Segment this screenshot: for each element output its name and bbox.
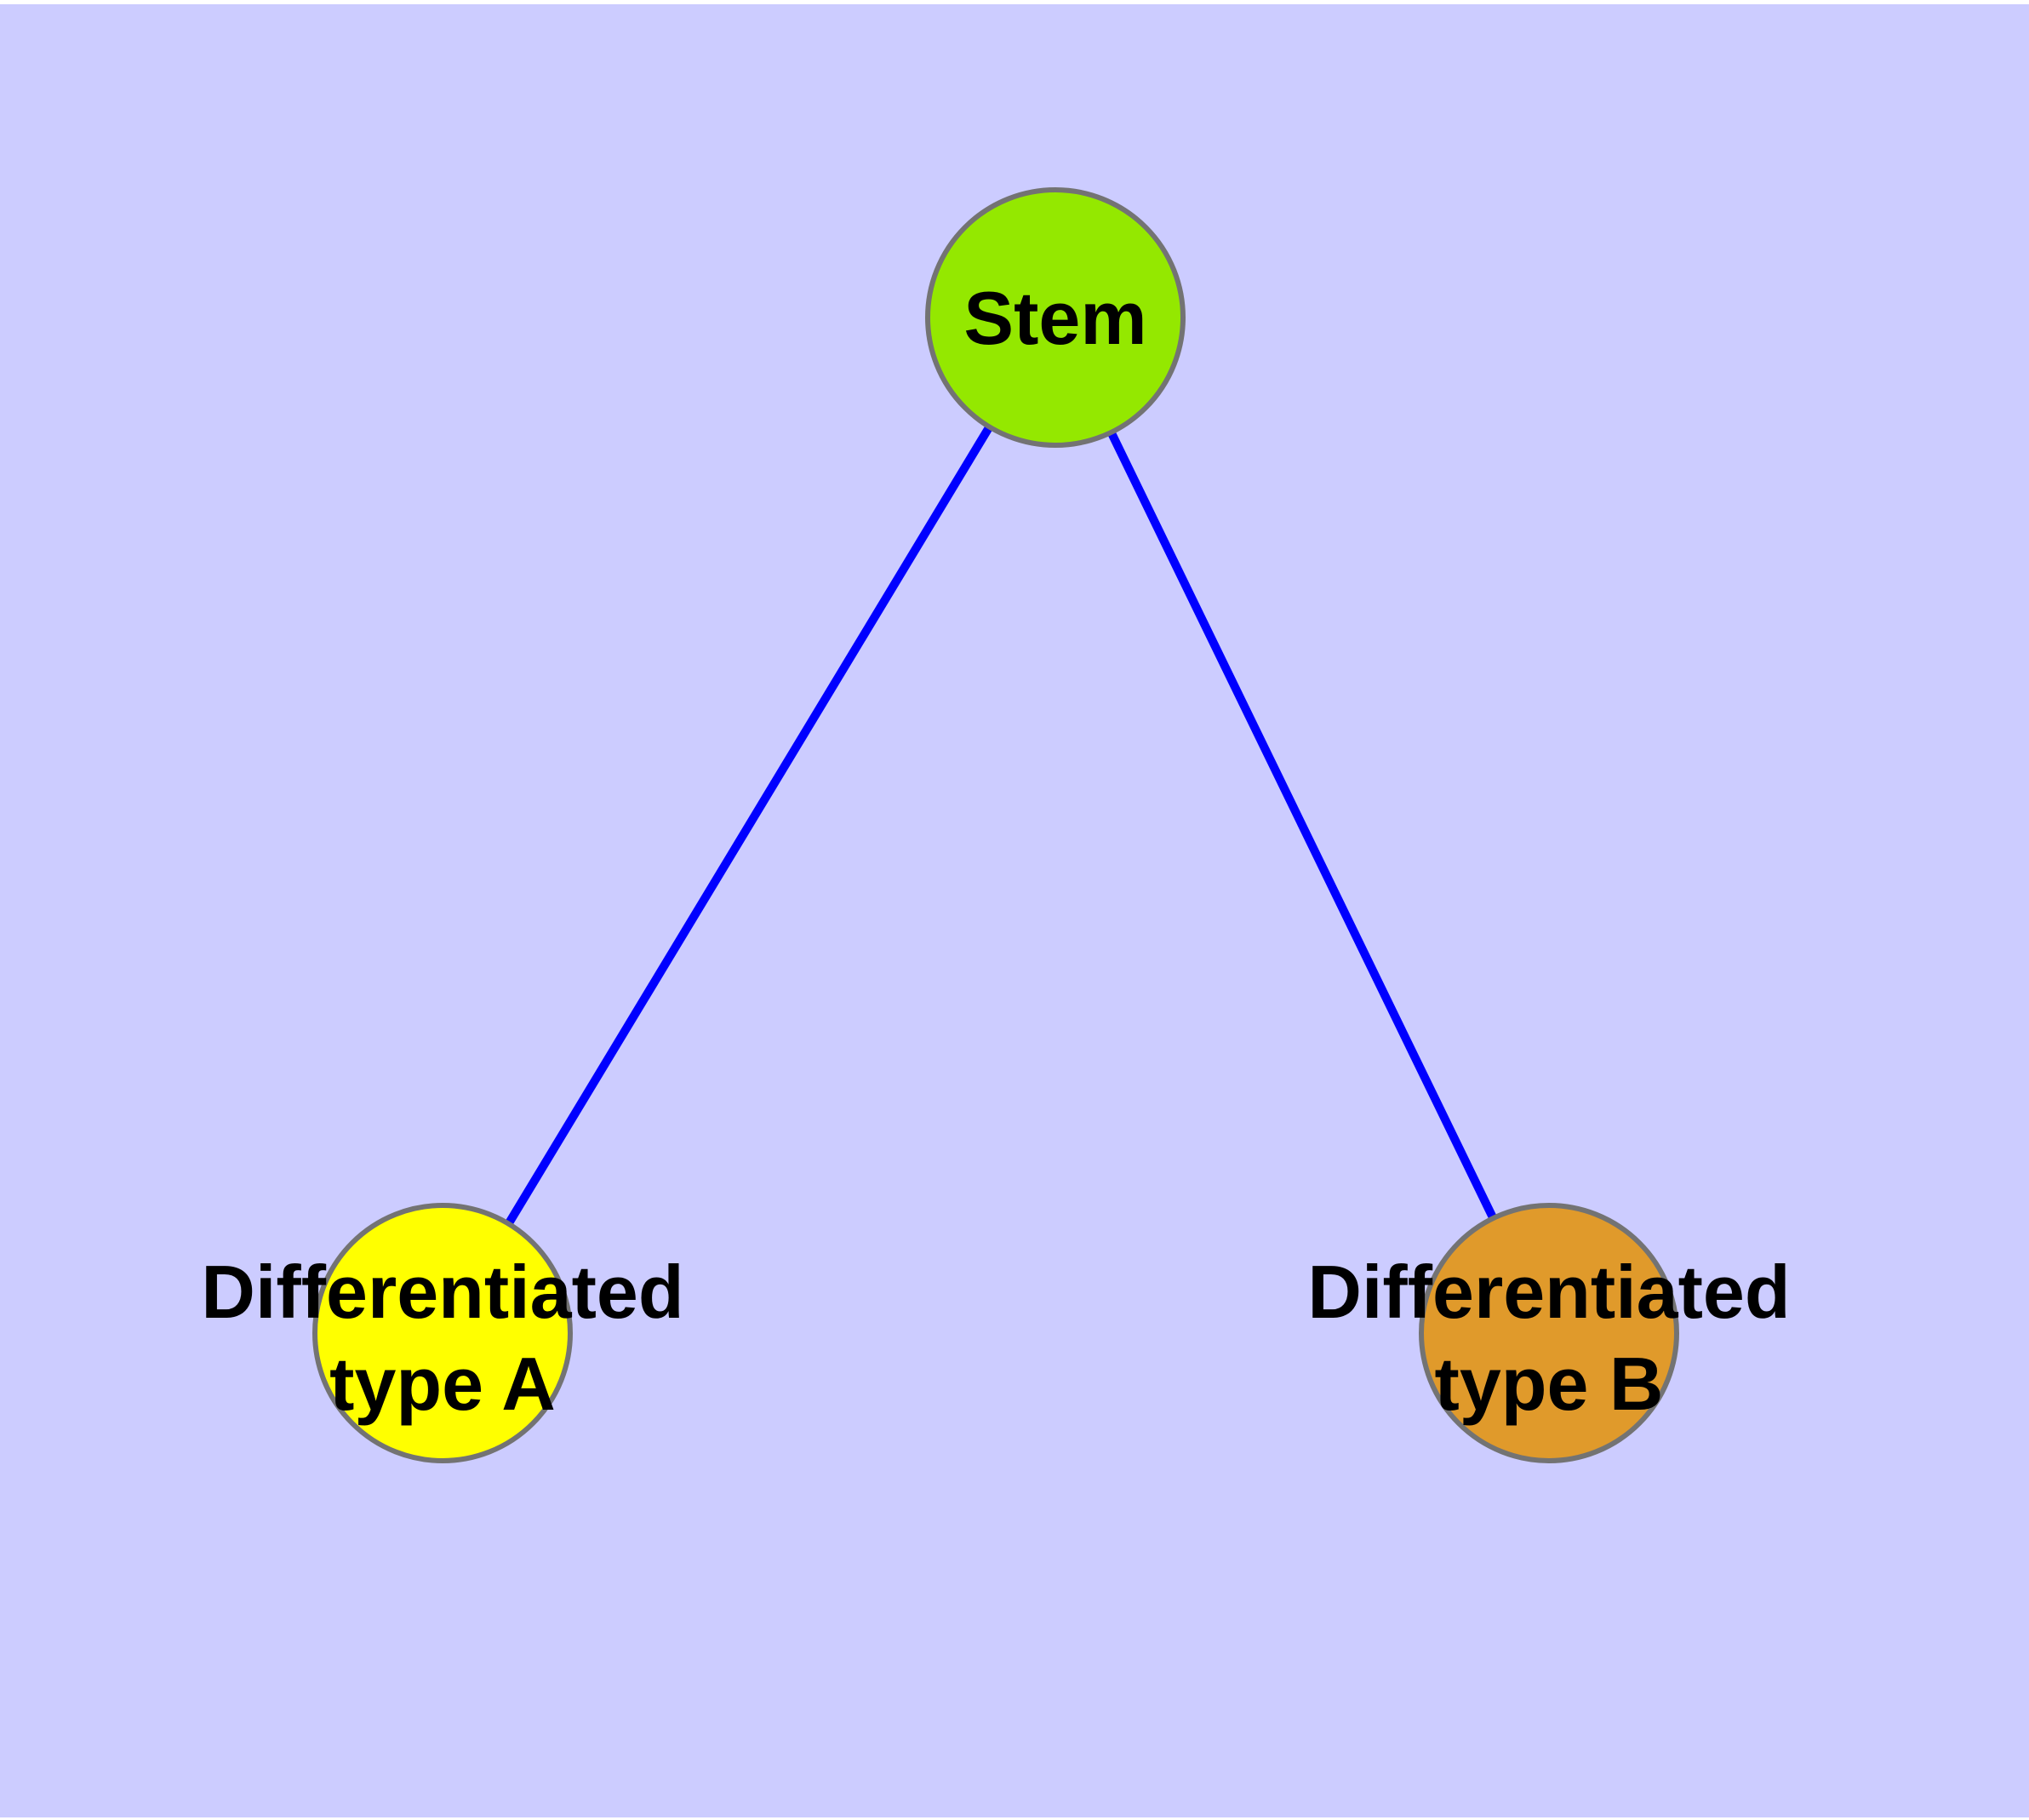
node-label-stem: Stem: [963, 276, 1146, 360]
node-differentiated-type-a: [312, 1203, 573, 1463]
node-label-type-b-line1: Differentiated: [1307, 1250, 1790, 1334]
top-margin-strip: [0, 0, 2029, 4]
edge-stem-to-type-b: [1051, 315, 1553, 1336]
node-label-type-b-line2: type B: [1435, 1342, 1664, 1426]
bottom-margin-strip: [0, 1817, 2029, 1820]
node-label-type-a-line1: Differentiated: [201, 1250, 683, 1334]
node-label-type-a-line2: type A: [329, 1342, 556, 1426]
edge-stem-to-type-a: [438, 315, 1060, 1336]
node-stem: [925, 187, 1186, 448]
node-differentiated-type-b: [1419, 1203, 1679, 1463]
